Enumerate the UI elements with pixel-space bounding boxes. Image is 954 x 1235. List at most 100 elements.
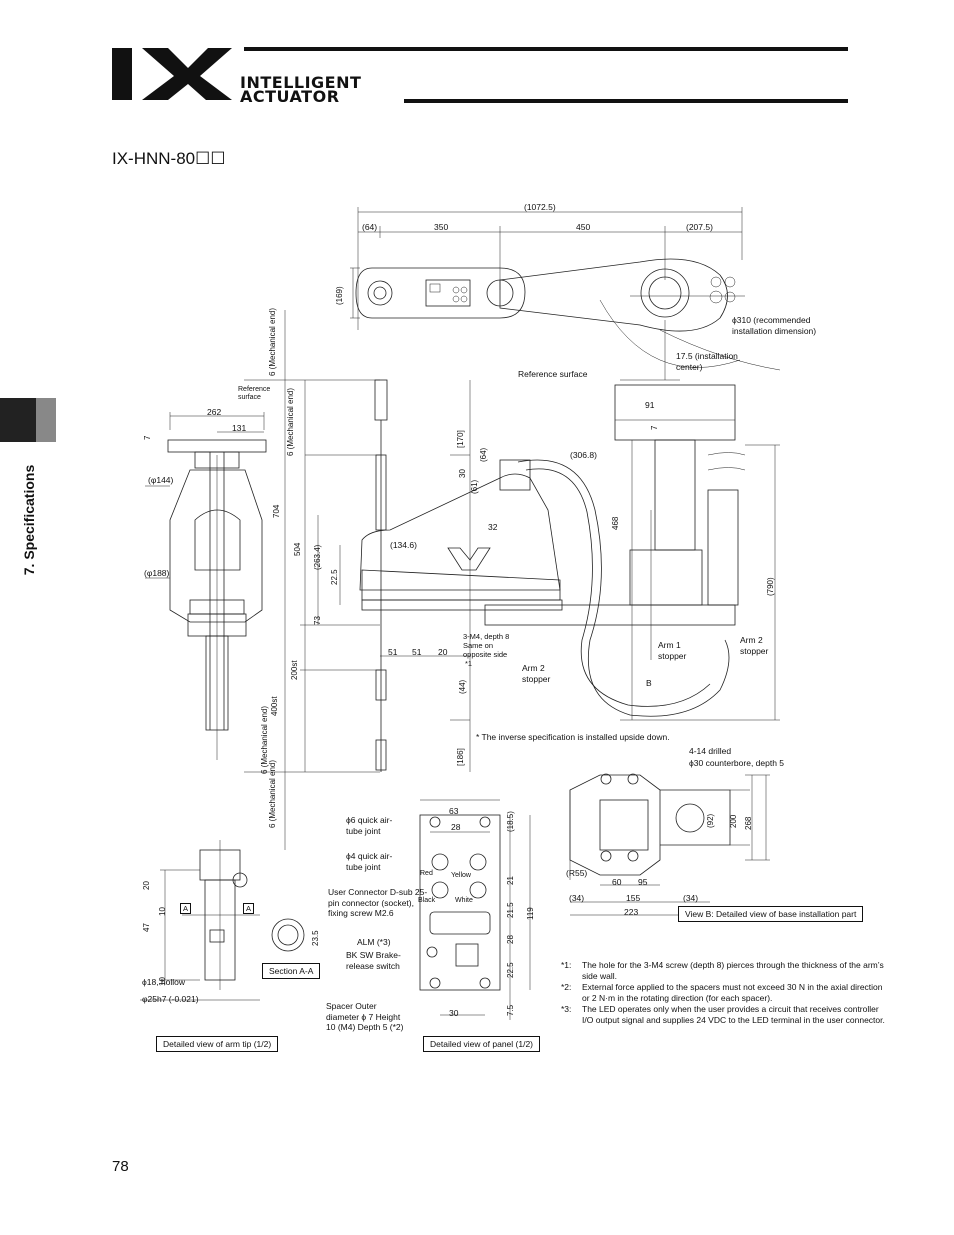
dim-200: 200: [729, 814, 738, 828]
dim-hollow: ϕ18, hollow: [142, 977, 186, 987]
footnote-1: *1: The hole for the 3-M4 screw (depth 8…: [561, 960, 891, 982]
label-alm: ALM (*3): [357, 937, 391, 947]
mech-end-4: 6 (Mechanical end): [268, 759, 277, 828]
footnote-3: *3: The LED operates only when the user …: [561, 1004, 891, 1026]
dim-22-5-panel: 22.5: [506, 962, 515, 978]
label-counterbore: ϕ30 counterbore, depth 5: [689, 758, 785, 768]
dim-92: (92): [706, 813, 715, 828]
dim-61: (61): [470, 479, 479, 494]
dim-30: 30: [458, 469, 467, 478]
dim-200st: 200st: [290, 660, 299, 680]
ix-logo: [112, 48, 232, 100]
caption-arm-tip: Detailed view of arm tip (1/2): [156, 1036, 279, 1052]
dim-60: 60: [612, 877, 622, 887]
footnotes: *1: The hole for the 3-M4 screw (depth 8…: [561, 960, 891, 1026]
mech-end-1: 6 (Mechanical end): [268, 307, 277, 376]
label-red: Red: [420, 870, 433, 877]
dim-169: (169): [335, 286, 344, 305]
footnote-1-text: The hole for the 3-M4 screw (depth 8) pi…: [582, 960, 884, 981]
front-view: [359, 379, 746, 772]
brand-line-1: INTELLIGENT: [240, 73, 362, 92]
label-inverse-note: * The inverse specification is installed…: [476, 732, 670, 742]
dim-shaft: φ25h7 (-0.021): [142, 994, 199, 1004]
dim-95: 95: [638, 877, 648, 887]
dim-268: 268: [744, 816, 753, 830]
dim-23-5: 23.5: [311, 930, 320, 946]
page-number: 78: [112, 1158, 129, 1175]
label-view-b-arrow: B: [646, 678, 652, 688]
label-arm1-stopper: Arm 1 stopper: [658, 640, 687, 661]
dim-450: 450: [576, 222, 591, 232]
dim-20: 20: [438, 647, 448, 657]
dim-223: 223: [624, 907, 639, 917]
dim-306-8: (306.8): [570, 450, 597, 460]
dim-63: 63: [449, 806, 459, 816]
label-bksw: BK SW Brake-release switch: [346, 950, 401, 971]
dim-468: 468: [611, 516, 620, 530]
section-marker-a-left: A: [180, 903, 192, 914]
panel-view: [419, 799, 531, 1020]
dim-155: 155: [626, 893, 641, 903]
footnote-2: *2: External force applied to the spacer…: [561, 982, 891, 1004]
dim-262: 262: [207, 407, 222, 417]
dim-30-panel: 30: [449, 1008, 459, 1018]
dim-51-b: 51: [412, 647, 422, 657]
caption-panel: Detailed view of panel (1/2): [423, 1036, 541, 1052]
dim-34-left: (34): [569, 893, 585, 903]
label-spacer: Spacer Outer diameter ϕ 7 Height 10 (M4)…: [326, 1001, 404, 1032]
section-marker-a-right: A: [243, 903, 255, 914]
arm-tip-view: [140, 840, 305, 1001]
dim-phi144: (φ144): [148, 475, 174, 485]
dim-207-5: (207.5): [686, 222, 713, 232]
dim-131: 131: [232, 423, 247, 433]
dim-263-4: (263.4): [313, 544, 322, 570]
label-yellow: Yellow: [451, 872, 471, 879]
dim-400st: 400st: [270, 696, 279, 716]
label-phi310: ϕ310 (recommended installation dimension…: [732, 315, 817, 336]
footnote-3-key: *3:: [561, 1004, 572, 1014]
label-reference-surface: Reference surface: [518, 369, 588, 379]
dim-47: 47: [142, 923, 151, 932]
dim-34-right: (34): [683, 893, 699, 903]
dim-10-a: 10: [158, 907, 167, 916]
footnote-1-key: *1:: [561, 960, 572, 970]
label-quick6: ϕ6 quick air-tube joint: [346, 815, 393, 836]
dim-21: 21: [506, 876, 515, 885]
dim-20-tip: 20: [142, 881, 151, 890]
dim-119: 119: [526, 907, 535, 920]
label-m4: 3-M4, depth 8 Same on opposite side: [463, 632, 510, 659]
label-white: White: [455, 897, 473, 904]
brand-name: INTELLIGENT ACTUATOR: [240, 73, 362, 105]
side-view: [145, 412, 267, 760]
model-title: IX-HNN-80☐☐: [112, 149, 226, 168]
dim-7-front: 7: [650, 425, 659, 430]
dim-170: [170]: [456, 430, 465, 448]
mech-end-2: 6 (Mechanical end): [286, 387, 295, 456]
dim-phi188: (φ188): [144, 568, 170, 578]
caption-section-aa: Section A-A: [262, 963, 321, 979]
dim-44: (44): [458, 679, 467, 694]
dim-21-5: 21.5: [506, 902, 515, 918]
header-rule-bottom: [404, 99, 848, 103]
footnote-2-text: External force applied to the spacers mu…: [582, 982, 883, 1003]
dim-28-panel: 28: [451, 822, 461, 832]
dim-64: (64): [362, 222, 378, 232]
label-user-connector: User Connector D-sub 25-pin connector (s…: [328, 887, 428, 918]
dim-64-front: (64): [479, 447, 488, 462]
dim-790: (790): [766, 577, 775, 596]
front-dimensions: [244, 310, 780, 850]
dim-51-a: 51: [388, 647, 398, 657]
dim-28-v: 28: [506, 935, 515, 944]
dim-22-5: 22.5: [330, 569, 339, 585]
dim-overall-length: (1072.5): [524, 202, 556, 212]
caption-view-b: View B: Detailed view of base installati…: [678, 906, 864, 922]
dim-r55: (R55): [566, 868, 588, 878]
label-black: Black: [418, 897, 436, 904]
label-drilled: 4-14 drilled: [689, 746, 732, 756]
label-arm2-stopper-right: Arm 2 stopper: [740, 635, 769, 656]
header-rule-top: [244, 47, 848, 51]
dim-134-6: (134.6): [390, 540, 417, 550]
dim-186: [186]: [456, 748, 465, 766]
dim-7-5: 7.5: [506, 1004, 515, 1016]
